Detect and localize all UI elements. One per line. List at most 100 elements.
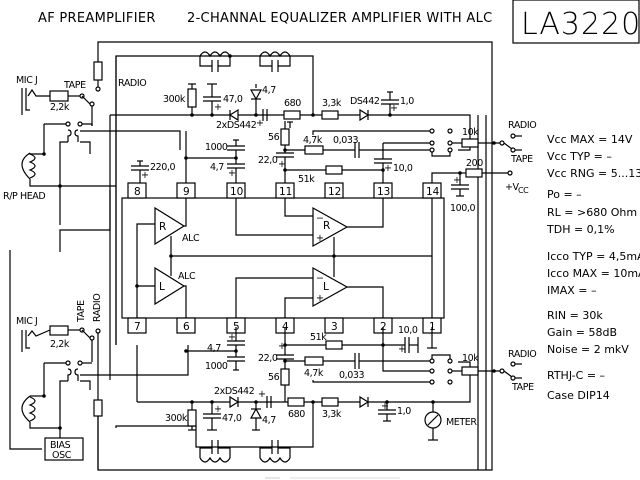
spec-item: TDH = 0,1% [546, 223, 615, 236]
label-10-0-top: 10,0 [393, 163, 413, 174]
title-af-preamplifier: AF PREAMPLIFIER [38, 11, 156, 26]
alc-label-l: ALC [178, 271, 196, 282]
spec-item: Case DIP14 [547, 389, 610, 402]
mic-jack-top-icon [21, 88, 50, 115]
label-4-7-top: 4,7 [262, 85, 276, 96]
wiring [9, 41, 493, 471]
label-3-3k-top: 3,3k [322, 98, 342, 109]
label-56-top: 56 [268, 132, 280, 143]
tape-label-right-top: TAPE [510, 154, 533, 165]
resistor-top-left [93, 61, 103, 81]
spec-item: RIN = 30k [547, 309, 603, 322]
ic-pin-label: 10 [230, 186, 243, 198]
label-51k-top: 51k [298, 174, 315, 185]
spec-item: RTHJ-C = – [547, 369, 605, 382]
label-4-7k-top: 4,7k [303, 135, 323, 146]
label-47-bottom: 47,0 [222, 413, 242, 424]
ic-pin-12 [324, 182, 344, 199]
label-100-0: 100,0 [450, 203, 476, 214]
label-10k-top: 10k [462, 127, 479, 138]
svg-text:+: + [278, 159, 286, 170]
inductor-bottom-2 [259, 440, 291, 463]
label-0-033-bottom: 0,033 [339, 370, 365, 381]
chip-name: LA3220 [521, 7, 640, 42]
switch-top-left[interactable] [43, 121, 181, 225]
alc-label-r: ALC [182, 233, 200, 244]
ic-pin-label: 6 [183, 321, 190, 333]
resistor-10k-bottom [461, 366, 479, 376]
label-200: 200 [466, 158, 483, 169]
spec-item: RL = >680 Ohm [547, 206, 637, 219]
preamp-l: L ALC [154, 266, 196, 306]
radio-label-top: RADIO [118, 78, 146, 89]
osc-label-text: OSC [52, 450, 72, 461]
resistor-bottom-left [93, 399, 103, 417]
tape-label-top-left: TAPE [63, 80, 86, 91]
label-10k-bottom: 10k [462, 353, 479, 364]
inductor-bottom-1 [199, 440, 231, 463]
spec-item: Po = – [547, 188, 582, 201]
radio-label-right-bottom: RADIO [508, 349, 536, 360]
label-4-7-pin5: 4,7 [207, 343, 221, 354]
ic-pin-8 [127, 182, 147, 199]
mic-jack-label-bottom: MIC J [16, 316, 37, 327]
label-4-7-pin10: 4,7 [210, 162, 224, 173]
svg-text:+: + [398, 344, 406, 355]
spec-item: Vcc MAX = 14V [547, 133, 633, 146]
ic-pin-3 [324, 317, 344, 334]
radio-label-bottom-left: RADIO [92, 294, 103, 322]
label-1000-bottom: 1000 [205, 361, 228, 372]
label-56-bottom: 56 [268, 372, 280, 383]
svg-text:+: + [228, 332, 236, 343]
switch-bottom-left[interactable] [43, 340, 189, 428]
svg-text:R: R [159, 221, 166, 233]
vcc-sub-label: CC [518, 186, 529, 195]
ic-body [121, 197, 445, 319]
ic-pin-label: 11 [279, 186, 292, 198]
top-components: 300k + 47,0 2xDS442 4,7 + 680 3,3k DS442… [131, 83, 537, 214]
chip-name-box [512, 0, 640, 44]
label-10-0-bottom: 10,0 [398, 325, 418, 336]
preamp-r: R ALC [154, 206, 200, 246]
svg-text:R: R [323, 220, 330, 232]
resistor-label: 2,2k [50, 339, 70, 350]
svg-text:+: + [453, 175, 461, 186]
spec-item: Gain = 58dB [547, 326, 617, 339]
resistor-10k-top [461, 138, 479, 148]
label-2xds442-top: 2xDS442 [216, 120, 257, 131]
spec-item: Icco TYP = 4,5mA [547, 250, 640, 263]
label-47-top: 47,0 [223, 94, 243, 105]
label-0-033-top: 0,033 [333, 135, 359, 146]
svg-text:+: + [381, 401, 389, 412]
svg-text:L: L [323, 281, 329, 293]
label-680-top: 680 [284, 98, 301, 109]
svg-text:+: + [390, 103, 398, 114]
eq-amp-r: − R + [312, 206, 349, 248]
label-51k-bottom: 51k [310, 332, 327, 343]
svg-text:+: + [256, 118, 264, 129]
title-equalizer: 2-CHANNAL EQUALIZER AMPLIFIER WITH ALC [187, 11, 493, 26]
specs-list: Vcc MAX = 14V Vcc TYP = – Vcc RNG = 5...13… [546, 133, 640, 402]
ic-pin-label: 12 [328, 186, 341, 198]
label-1-0-bottom: 1,0 [397, 406, 411, 417]
label-3-3k-bottom: 3,3k [322, 409, 342, 420]
tape-label-bottom-left: TAPE [76, 300, 87, 323]
radio-label-right-top: RADIO [508, 120, 536, 131]
ic-pin-label: 9 [183, 186, 190, 198]
label-22-bottom: 22,0 [258, 353, 278, 364]
svg-text:+: + [214, 404, 222, 415]
label-220-top: 220,0 [150, 162, 176, 173]
svg-text:+: + [316, 233, 324, 244]
rp-head-bottom-icon [21, 395, 60, 429]
bias-osc-block [44, 437, 84, 461]
label-1-0-top: 1,0 [400, 96, 414, 107]
spec-item: IMAX = – [547, 284, 597, 297]
resistor-2-2k-bottom [49, 325, 69, 336]
ic-pin-label: 8 [134, 186, 141, 198]
spec-item: Vcc TYP = – [547, 150, 612, 163]
label-4-7k-bottom: 4,7k [304, 368, 324, 379]
svg-text:+: + [141, 170, 149, 181]
spec-item: Vcc RNG = 5...13V [547, 167, 640, 180]
ic-pin-label: 13 [377, 186, 390, 198]
